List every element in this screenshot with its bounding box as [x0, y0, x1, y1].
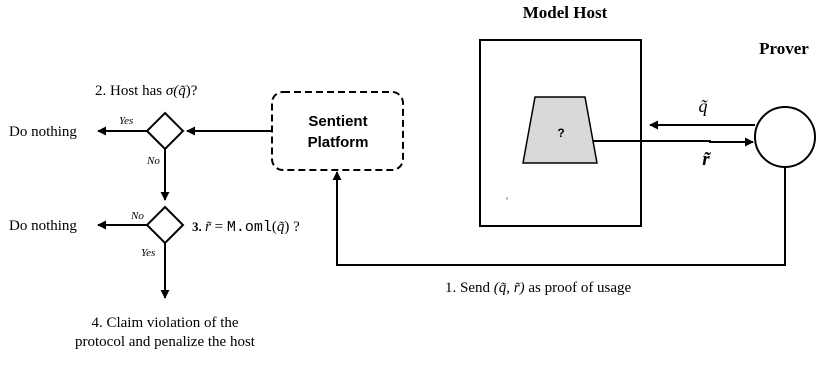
decision1-diamond	[145, 111, 185, 151]
query-label: q̃	[699, 96, 709, 116]
claim-violation-line1: 4. Claim violation of the	[91, 315, 238, 331]
platform-label-line2: Platform	[308, 134, 369, 151]
model-unknown-symbol: ?	[557, 126, 564, 140]
send-proof-arrow	[332, 167, 786, 266]
send-proof-label: 1. Send (q̃, r̃) as proof of usage	[445, 280, 632, 296]
decision2-diamond	[145, 205, 185, 245]
prover-heading: Prover	[759, 39, 809, 58]
decision2-question: 3. r̃ = M.oml(q̃) ?	[192, 219, 300, 236]
decision1-question: 2. Host has σ(q̃)?	[95, 83, 198, 99]
model-host-heading: Model Host	[523, 3, 608, 22]
do-nothing-1: Do nothing	[9, 124, 77, 140]
response-arrow	[593, 137, 754, 147]
model-trapezoid	[522, 96, 598, 164]
platform-label-line1: Sentient	[308, 113, 367, 130]
decision1-no-label: No	[146, 155, 160, 167]
decision1-yes-label: Yes	[119, 115, 133, 127]
sentient-platform-box	[271, 91, 404, 171]
prover-circle	[754, 106, 816, 168]
response-label: r̃	[702, 149, 711, 170]
decision2-no-label: No	[130, 210, 144, 222]
claim-violation-line2: protocol and penalize the host	[75, 334, 256, 350]
do-nothing-2: Do nothing	[9, 218, 77, 234]
model-tick-mark: ʻ	[505, 196, 508, 207]
decision2-yes-label: Yes	[141, 247, 155, 259]
